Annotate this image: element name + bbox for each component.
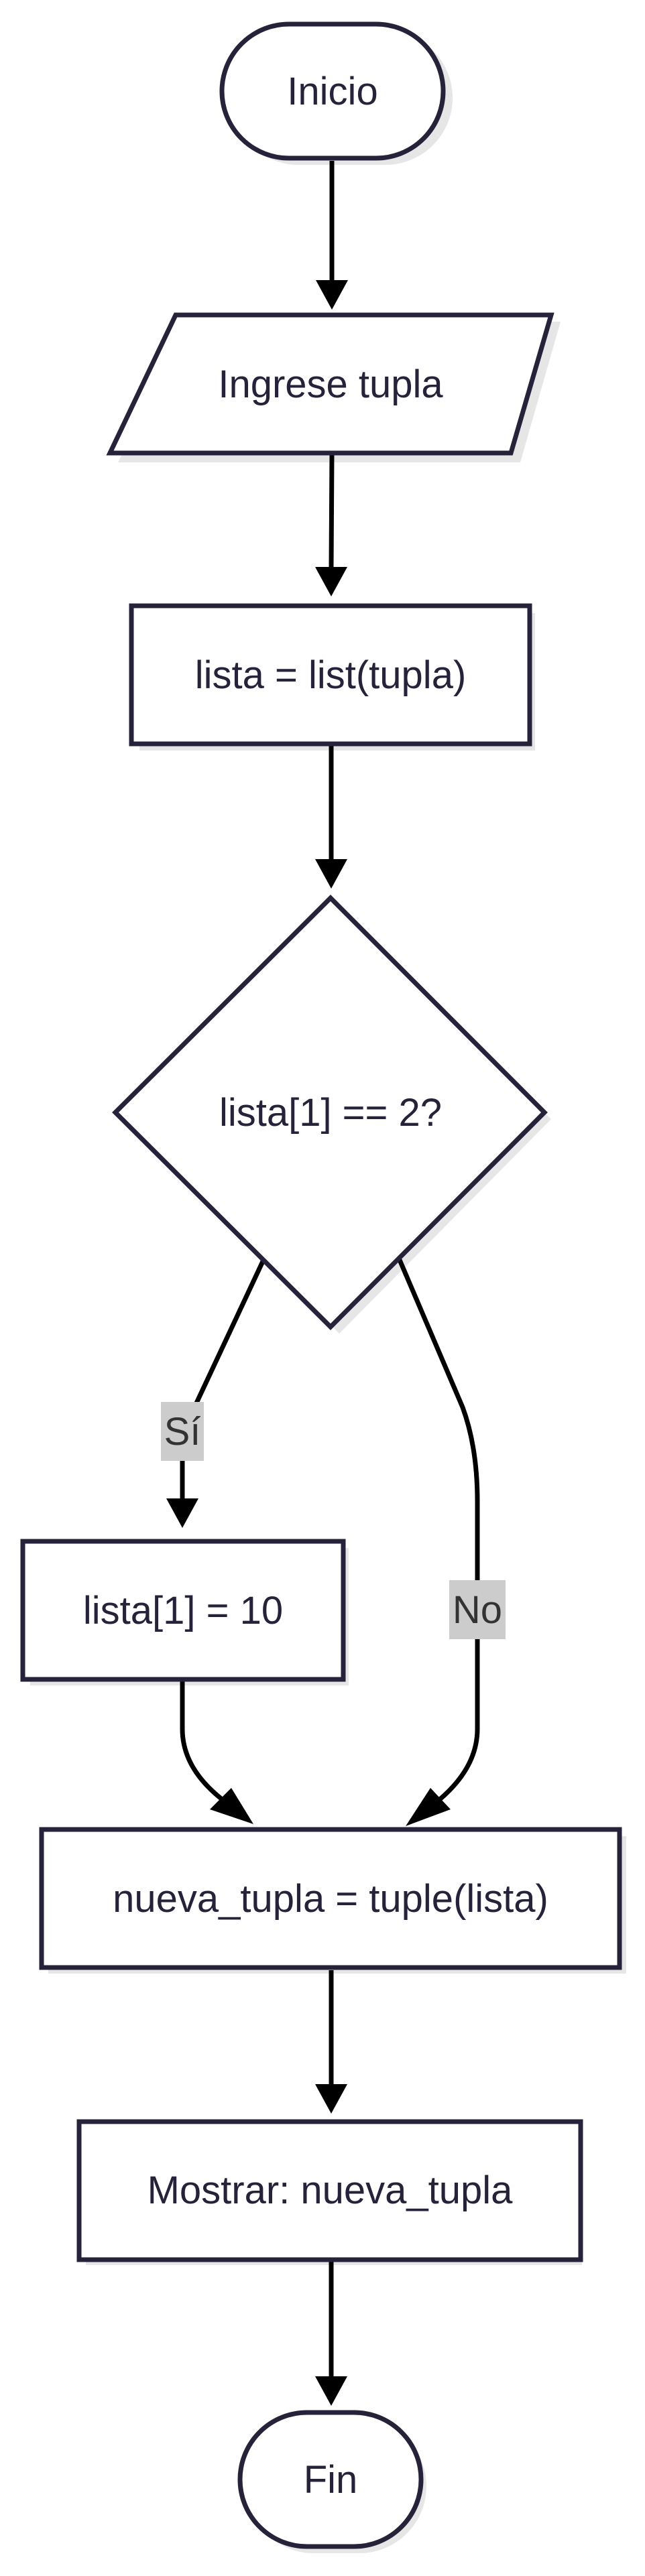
node-output-label: Mostrar: nueva_tupla — [148, 2169, 514, 2212]
arrowhead-decision — [315, 859, 347, 889]
node-end: Fin — [237, 2410, 424, 2549]
arrowhead-input — [316, 280, 348, 310]
node-assign-value: lista[1] = 10 — [20, 1539, 346, 1682]
arrowhead-no-to-tuple — [406, 1788, 451, 1826]
edge-input-assign-list — [329, 452, 335, 568]
svg-text:Sí: Sí — [164, 1410, 201, 1454]
edges — [166, 161, 480, 2406]
arrowhead-yes-to-tuple — [210, 1788, 253, 1824]
node-start: Inicio — [219, 21, 446, 161]
node-assign-list-label: lista = list(tupla) — [195, 653, 467, 697]
arrowhead-end — [315, 2376, 347, 2406]
arrowhead-output — [315, 2084, 347, 2114]
node-decision: lista[1] == 2? — [112, 895, 548, 1330]
node-end-label: Fin — [304, 2458, 358, 2502]
node-output: Mostrar: nueva_tupla — [76, 2119, 583, 2262]
svg-text:No: No — [453, 1588, 502, 1632]
node-start-label: Inicio — [287, 70, 377, 113]
edge-assign-value-to-tuple — [180, 1679, 227, 1803]
node-to-tuple-label: nueva_tupla = tuple(lista) — [113, 1877, 548, 1921]
arrowhead-assign-list — [315, 567, 347, 596]
arrowhead-assign-value — [166, 1498, 198, 1528]
node-input-label: Ingrese tupla — [218, 363, 443, 406]
edge-decision-no — [397, 1259, 480, 1805]
node-assign-value-label: lista[1] = 10 — [83, 1589, 283, 1632]
node-decision-label: lista[1] == 2? — [219, 1091, 442, 1135]
node-assign-list: lista = list(tupla) — [129, 603, 532, 747]
node-to-tuple: nueva_tupla = tuple(lista) — [39, 1827, 622, 1970]
node-input: Ingrese tupla — [106, 312, 554, 456]
edge-label-yes: Sí — [161, 1402, 204, 1461]
edge-decision-yes — [180, 1259, 266, 1498]
edge-label-no: No — [449, 1580, 506, 1639]
